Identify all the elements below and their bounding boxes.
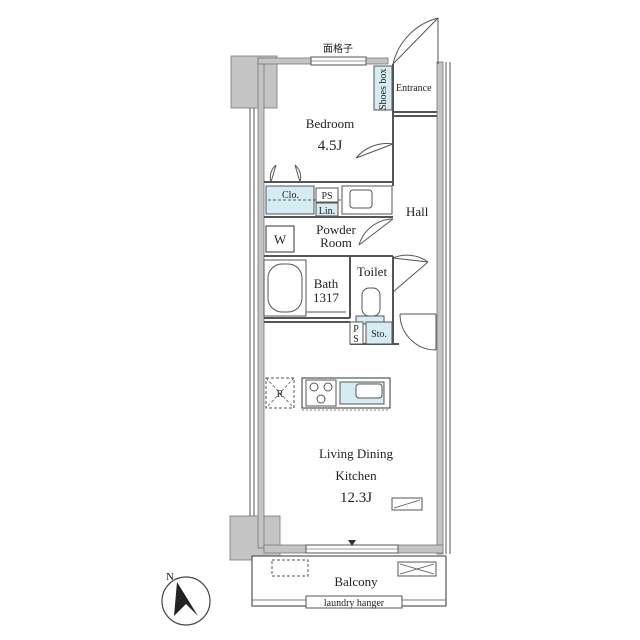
- storage-label: Sto.: [371, 329, 387, 340]
- bath-name: Bath: [314, 276, 339, 291]
- ldk-door: [399, 313, 437, 351]
- toilet-door: [392, 254, 429, 263]
- wall-right-outer: [436, 61, 444, 555]
- powder-room-door: [358, 218, 394, 246]
- linen-closet: [315, 202, 339, 217]
- vanity-sink: [349, 189, 373, 209]
- pipe-space-2-top-label: P: [353, 324, 359, 335]
- wall-left: [257, 57, 265, 549]
- balcony: [251, 555, 447, 609]
- shoes-box: [373, 65, 393, 111]
- entrance-label: Entrance: [396, 83, 432, 94]
- structural-walls: [229, 55, 444, 561]
- right-window: [445, 62, 451, 554]
- ldk-name-line2: Kitchen: [335, 468, 377, 483]
- pipe-space-1-label: PS: [321, 191, 332, 202]
- pipe-space-1: [315, 187, 339, 203]
- ldk-size: 12.3J: [340, 490, 372, 506]
- bedroom-door: [355, 143, 394, 159]
- kitchen-sink-basin: [355, 383, 383, 399]
- closet-door-left: [269, 164, 277, 183]
- wall-top-left: [257, 57, 312, 65]
- bath-size: 1317: [313, 290, 340, 305]
- laundry-hanger: [305, 595, 403, 609]
- washer-label: W: [274, 232, 287, 247]
- bathtub-basin: [267, 263, 303, 313]
- balcony-label: Balcony: [334, 574, 378, 589]
- washer: [265, 225, 295, 253]
- laundry-hanger-label: laundry hanger: [324, 598, 385, 609]
- stove-burners: [305, 379, 337, 407]
- linen-label: Lin.: [319, 206, 335, 217]
- balcony-outdoor-unit: [271, 559, 309, 577]
- wall-top-right: [365, 57, 389, 65]
- compass-arrow-icon: [174, 582, 198, 616]
- wall-bottom-left: [263, 544, 307, 554]
- top-window: [310, 56, 367, 66]
- hall-label: Hall: [406, 204, 429, 219]
- refrigerator-label: R: [277, 389, 284, 400]
- window-marker: [348, 540, 356, 546]
- bedroom-name: Bedroom: [306, 116, 354, 131]
- powder-room-line1: Powder: [316, 222, 356, 237]
- closet-door-right: [294, 164, 302, 183]
- shoes-box-label: Shoes box: [378, 69, 389, 110]
- pipe-space-2: [349, 321, 364, 345]
- closet-label: Clo.: [282, 190, 299, 201]
- compass-north-label: N: [166, 571, 174, 583]
- ldk-name-line1: Living Dining: [319, 446, 394, 461]
- toilet-bowl: [361, 287, 381, 317]
- pipe-space-2-bottom-label: S: [353, 334, 359, 345]
- compass: N: [161, 571, 211, 626]
- left-window: [249, 108, 255, 516]
- toilet-label: Toilet: [357, 264, 388, 279]
- entrance-door: [392, 17, 439, 65]
- bedroom-size: 4.5J: [318, 138, 343, 154]
- balcony-window: [305, 544, 399, 554]
- powder-room-line2: Room: [320, 235, 352, 250]
- column-top-left: [230, 55, 278, 109]
- storage: [365, 321, 393, 345]
- column-bottom-left: [229, 515, 281, 561]
- wall-bottom-right: [397, 544, 444, 554]
- lattice-label: 面格子: [323, 42, 353, 55]
